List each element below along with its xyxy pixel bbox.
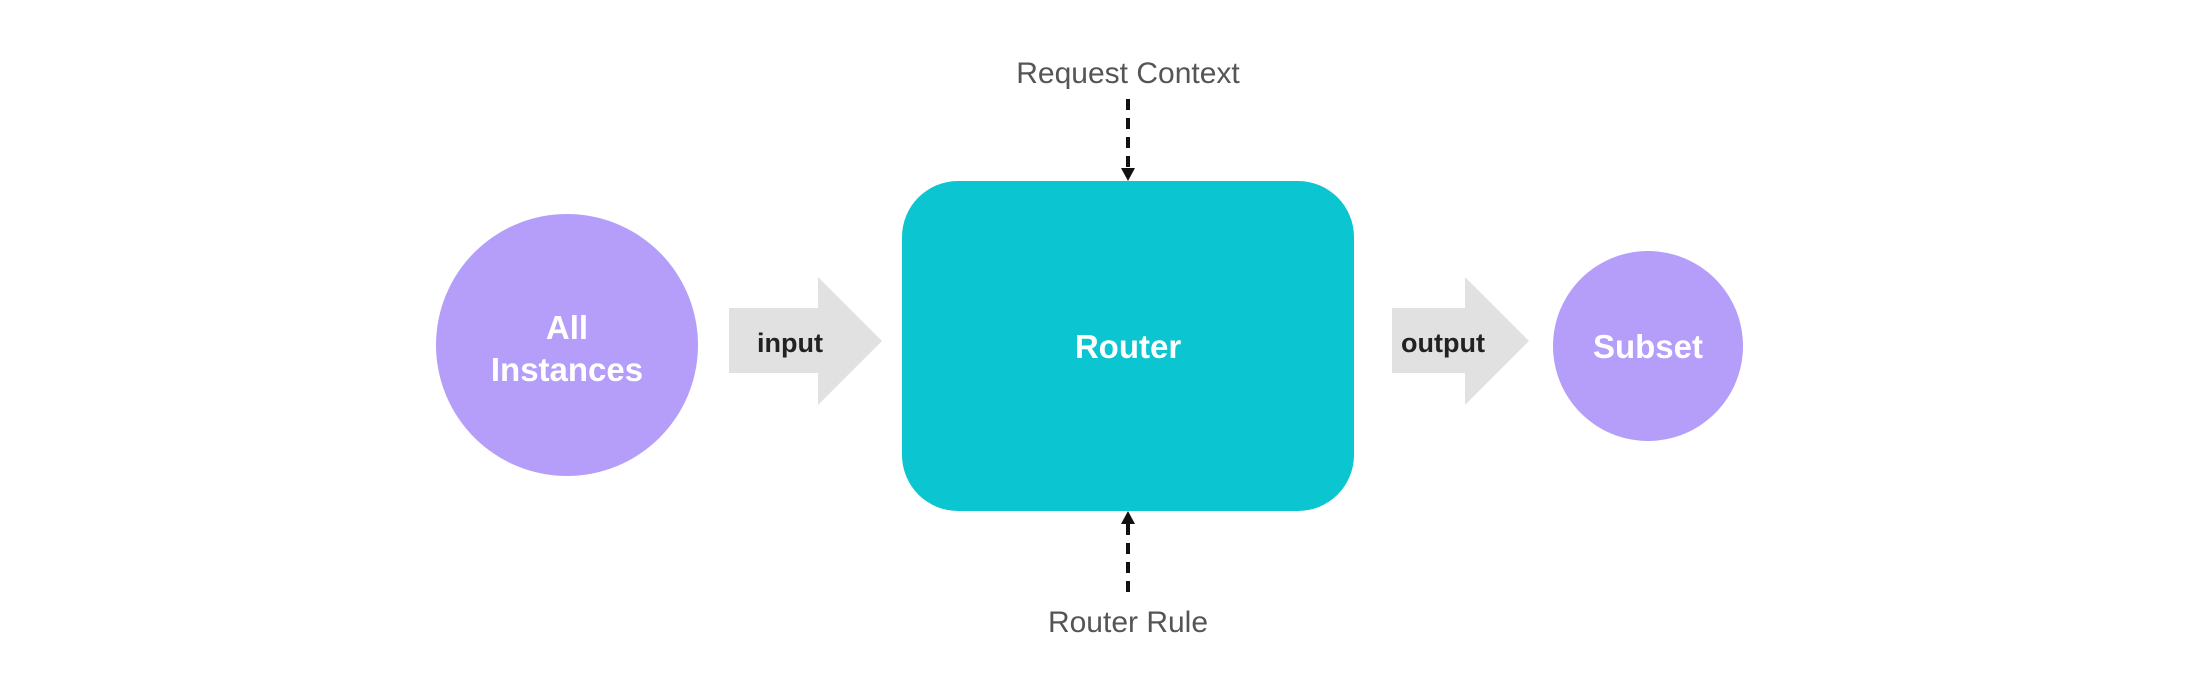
input-arrow: input xyxy=(729,277,882,405)
subset-node: Subset xyxy=(1553,251,1743,441)
output-arrow-shape xyxy=(1392,277,1529,405)
output-arrow: output xyxy=(1392,277,1529,405)
output-arrow-label: output xyxy=(1401,328,1485,358)
all-instances-node: All Instances xyxy=(436,214,698,476)
router-box xyxy=(902,181,1354,511)
router-label: Router xyxy=(1075,328,1181,365)
router-rule-group: Router Rule xyxy=(1048,511,1208,639)
router-rule-arrowhead xyxy=(1121,511,1135,524)
input-arrow-label: input xyxy=(757,328,823,358)
all-instances-label-line2: Instances xyxy=(491,351,643,388)
request-context-label: Request Context xyxy=(1016,57,1240,90)
router-rule-label: Router Rule xyxy=(1048,606,1208,639)
all-instances-circle xyxy=(436,214,698,476)
subset-circle xyxy=(1553,251,1743,441)
request-context-arrowhead xyxy=(1121,168,1135,181)
subset-label: Subset xyxy=(1593,328,1703,365)
input-arrow-shape xyxy=(729,277,882,405)
all-instances-label-line1: All xyxy=(546,309,588,346)
router-node: Router xyxy=(902,181,1354,511)
request-context-group: Request Context xyxy=(1016,57,1240,181)
